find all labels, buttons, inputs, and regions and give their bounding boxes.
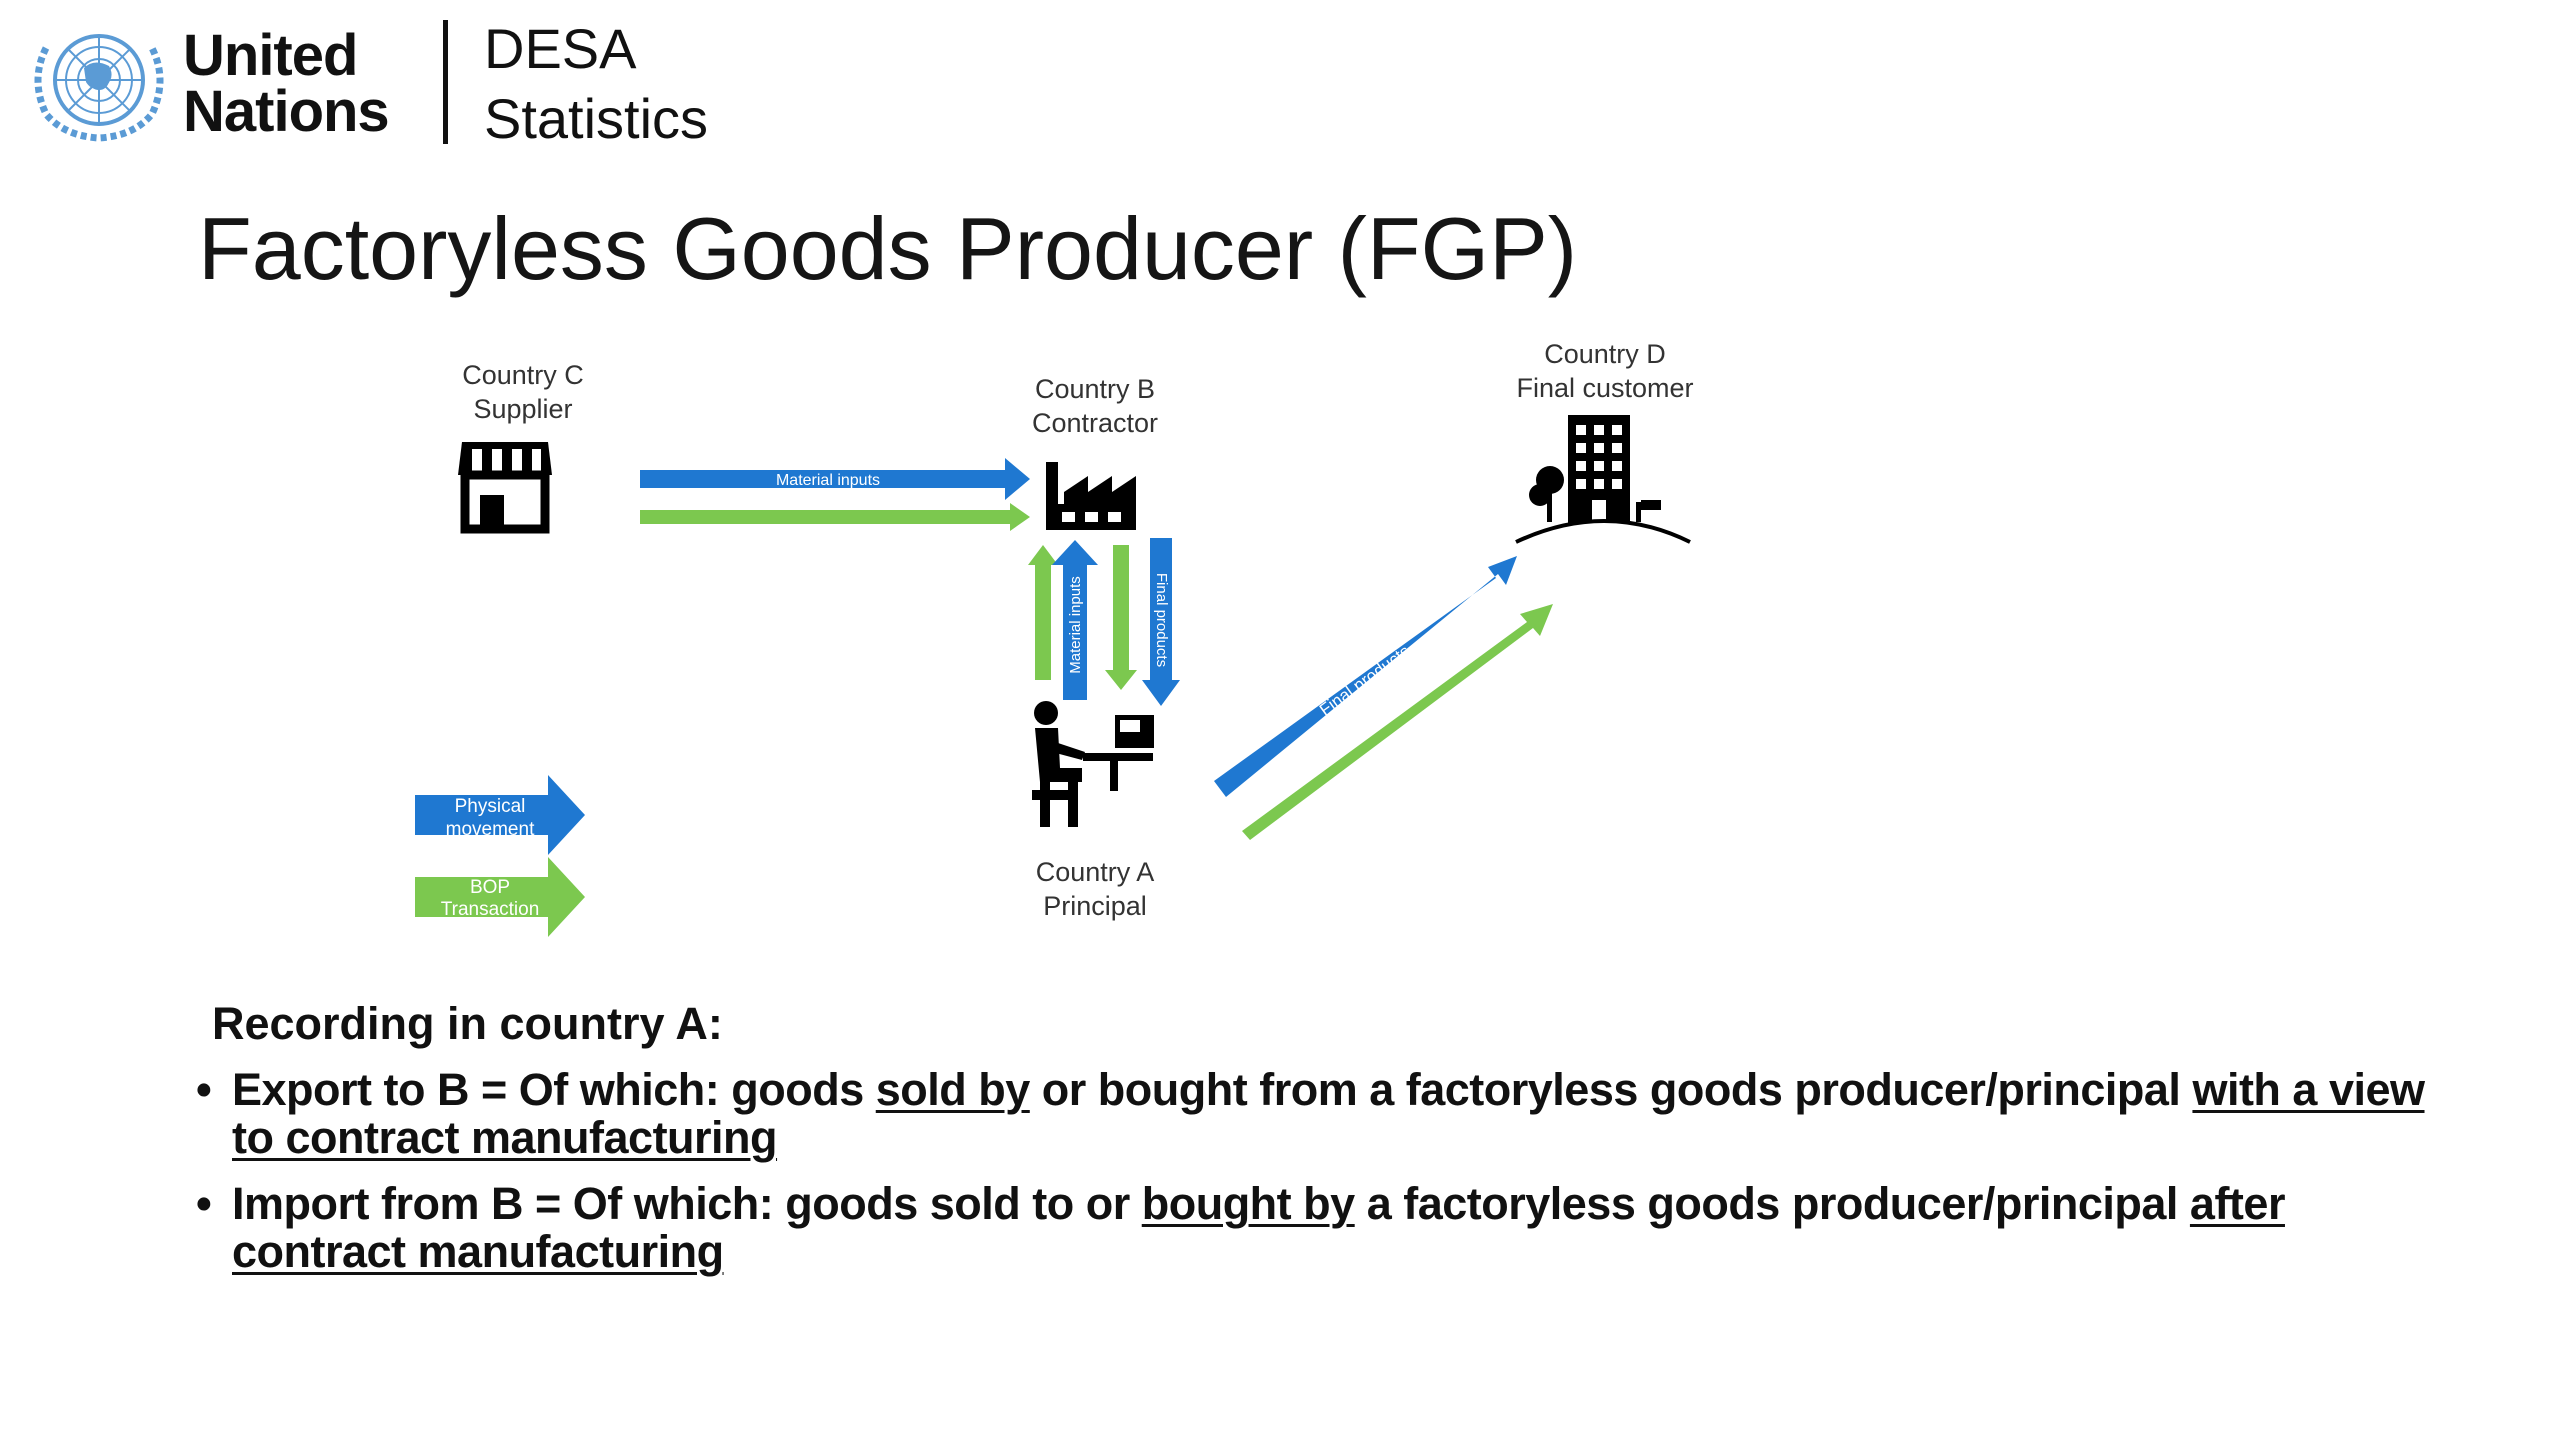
legend-physical-arrow (415, 775, 585, 855)
country-c-name: Country C (462, 360, 584, 390)
arrow-c-to-b-bop (640, 503, 1030, 531)
import-underline-2: after contract manufacturing (232, 1178, 2285, 1277)
arrow-b-to-a-physical (1142, 538, 1180, 706)
import-text-1: Import from B = Of which: goods sold to … (232, 1178, 1142, 1229)
header-divider (443, 20, 448, 144)
node-label-country-b: Country B Contractor (1015, 372, 1175, 440)
arrow-label-a-to-b: Material inputs (1067, 576, 1084, 674)
recording-bullets: Export to B = Of which: goods sold by or… (196, 1066, 2456, 1294)
person-at-computer-icon (1032, 701, 1154, 827)
bullet-export: Export to B = Of which: goods sold by or… (196, 1066, 2456, 1162)
arrow-label-c-to-b: Material inputs (776, 472, 880, 489)
node-label-country-a: Country A Principal (1015, 855, 1175, 923)
country-d-role: Final customer (1516, 373, 1694, 403)
recording-heading: Recording in country A: (212, 998, 723, 1049)
store-icon (458, 442, 552, 534)
legend-bop-line2: Transaction (441, 899, 540, 920)
export-text-2: or bought from a factoryless goods produ… (1029, 1064, 2193, 1115)
factory-icon (1046, 462, 1136, 530)
bullet-import: Import from B = Of which: goods sold to … (196, 1180, 2456, 1276)
country-c-role: Supplier (473, 394, 573, 424)
country-d-name: Country D (1544, 339, 1666, 369)
export-underline-2: with a view to contract manufacturing (232, 1064, 2425, 1163)
arrow-a-to-d-physical (1214, 556, 1517, 797)
arrow-label-a-to-d: Final products (1316, 641, 1414, 719)
import-text-2: a factoryless goods producer/principal (1354, 1178, 2190, 1229)
building-icon (1515, 415, 1691, 544)
legend-physical-line2: movement (446, 819, 535, 840)
un-emblem-icon (34, 34, 164, 142)
import-underline-1: bought by (1141, 1178, 1355, 1229)
page-title: Factoryless Goods Producer (FGP) (198, 199, 1578, 298)
country-a-role: Principal (1043, 891, 1147, 921)
dept-name-line2: Statistics (484, 87, 709, 150)
org-name-line1: United (183, 23, 358, 88)
arrow-c-to-b-physical (640, 458, 1030, 500)
legend-bop-line1: BOP (470, 877, 510, 898)
arrow-a-to-b-bop (1028, 545, 1058, 680)
country-b-role: Contractor (1031, 408, 1159, 438)
export-underline-1: sold by (875, 1064, 1031, 1115)
org-name-line2: Nations (183, 79, 390, 144)
legend-bop-arrow (415, 857, 585, 937)
node-label-country-d: Country D Final customer (1495, 337, 1715, 405)
arrow-a-to-d-bop (1242, 604, 1553, 840)
country-a-name: Country A (1035, 857, 1155, 887)
legend-physical-line1: Physical (455, 796, 526, 817)
arrow-label-b-to-a: Final products (1153, 573, 1170, 667)
node-label-country-c: Country C Supplier (445, 358, 601, 426)
arrow-b-to-a-bop (1105, 545, 1137, 690)
export-text-1: Export to B = Of which: goods (232, 1064, 876, 1115)
dept-name-line1: DESA (484, 17, 637, 80)
country-b-name: Country B (1034, 374, 1156, 404)
arrow-a-to-b-physical (1052, 540, 1098, 700)
